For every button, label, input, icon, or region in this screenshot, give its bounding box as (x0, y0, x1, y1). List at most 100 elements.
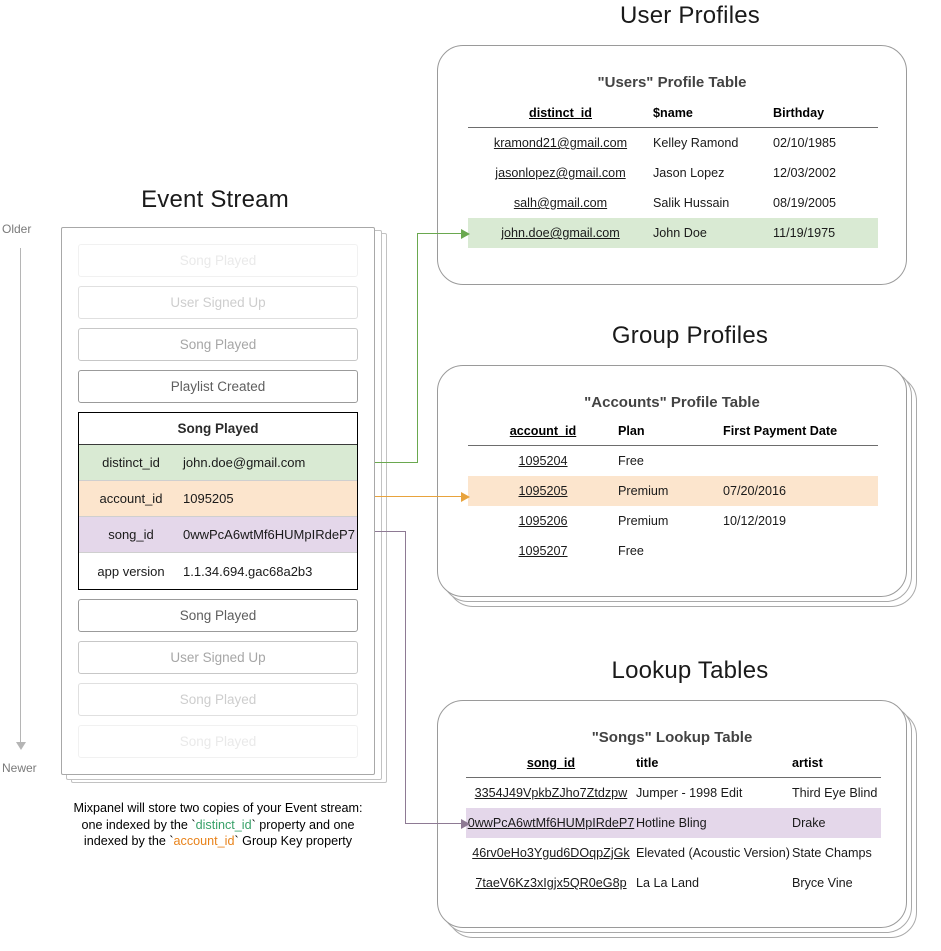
caption-line-2-suffix: ` property and one (251, 817, 355, 832)
users-table-title: "Users" Profile Table (597, 74, 747, 91)
table-row[interactable]: 1095204 Free (468, 446, 878, 477)
table-cell-key: 7taeV6Kz3xIgjx5QR0eG8p (466, 868, 636, 898)
table-cell: La La Land (635, 876, 699, 890)
column-header: Birthday (773, 106, 825, 120)
event-card-collapsed[interactable]: Song Played (78, 328, 358, 361)
section-title-user-profiles: User Profiles (620, 2, 760, 29)
table-cell: 11/19/1975 (773, 218, 878, 248)
key-value: 46rv0eHo3Ygud6DOqpZjGk (472, 846, 630, 860)
event-card-label: Song Played (179, 734, 257, 749)
key-value: jasonlopez@gmail.com (495, 166, 626, 180)
event-property-key: distinct_id (102, 455, 160, 470)
section-title-lookup-tables: Lookup Tables (611, 657, 769, 684)
column-header: artist (791, 756, 823, 770)
table-cell-key: jasonlopez@gmail.com (468, 158, 653, 188)
caption-line-3: indexed by the `account_id` Group Key pr… (53, 833, 383, 850)
table-cell-key: 0wwPcA6wtMf6HUMpIRdeP7 (466, 808, 636, 838)
table-cell: 07/20/2016 (723, 476, 878, 506)
event-card-label: User Signed Up (170, 650, 266, 665)
table-cell: Third Eye Blind (791, 786, 878, 800)
section-title-event-stream: Event Stream (141, 186, 289, 213)
accounts-table-title: "Accounts" Profile Table (584, 394, 760, 411)
event-card-collapsed[interactable]: Song Played (78, 244, 358, 277)
songs-lookup-card: "Songs" Lookup Table song_id title artist 3… (437, 700, 907, 928)
event-card-collapsed[interactable]: Song Played (78, 725, 358, 758)
event-property-value: 0wwPcA6wtMf6HUMpIRdeP7 (183, 527, 355, 542)
connector-purple-arrow-icon (461, 819, 470, 829)
connector-green-arrow-icon (461, 229, 470, 239)
key-value: salh@gmail.com (513, 196, 608, 210)
caption-token-distinct-id: distinct_id (195, 817, 252, 832)
table-cell: 08/19/2005 (773, 196, 837, 210)
table-cell: Hotline Bling (635, 808, 792, 838)
key-value: 7taeV6Kz3xIgjx5QR0eG8p (475, 876, 627, 890)
event-card-collapsed[interactable]: Playlist Created (78, 370, 358, 403)
connector-green-segment-1 (375, 462, 418, 464)
event-property-key: app version (97, 563, 165, 579)
event-card-label: Song Played (179, 692, 257, 707)
event-card-collapsed[interactable]: User Signed Up (78, 641, 358, 674)
table-cell: Jumper - 1998 Edit (635, 786, 743, 800)
connector-orange-segment-1 (375, 496, 463, 498)
event-card-expanded-title: Song Played (79, 413, 357, 445)
table-cell (723, 446, 878, 477)
key-value: 1095204 (518, 454, 568, 468)
caption-line-1: Mixpanel will store two copies of your E… (73, 801, 363, 815)
table-cell: Free (618, 454, 644, 468)
table-cell-key: 46rv0eHo3Ygud6DOqpZjGk (466, 838, 636, 868)
table-cell: Premium (618, 476, 723, 506)
column-header: First Payment Date (723, 424, 838, 438)
axis-label-newer: Newer (2, 761, 37, 775)
table-cell-key: 1095207 (468, 536, 618, 566)
time-axis-line (20, 248, 21, 743)
table-cell-key: john.doe@gmail.com (468, 218, 653, 248)
column-header: title (635, 756, 659, 770)
column-header: $name (653, 106, 693, 120)
event-stream-caption: Mixpanel will store two copies of your E… (53, 800, 383, 850)
key-value: john.doe@gmail.com (501, 226, 620, 240)
connector-purple-segment-1 (375, 531, 406, 533)
key-value: 1095205 (518, 484, 568, 498)
column-header: account_id (509, 424, 577, 438)
table-cell: 02/10/1985 (773, 136, 837, 150)
event-card-collapsed[interactable]: User Signed Up (78, 286, 358, 319)
event-card-collapsed[interactable]: Song Played (78, 683, 358, 716)
connector-green-segment-3 (417, 233, 463, 235)
event-card-label: Playlist Created (170, 379, 266, 394)
table-cell: Drake (791, 808, 881, 838)
event-card-label: Song Played (179, 608, 257, 623)
key-value: 1095207 (518, 544, 568, 558)
caption-line-2-prefix: one indexed by the ` (81, 817, 196, 832)
users-profile-table: distinct_id $name Birthday kramond21@gmail.… (468, 106, 878, 248)
event-card-collapsed[interactable]: Song Played (78, 599, 358, 632)
songs-table-title: "Songs" Lookup Table (591, 729, 753, 746)
column-header: distinct_id (529, 106, 592, 120)
songs-lookup-table: song_id title artist 3354J49VpkbZJho7Ztdzpw… (466, 756, 881, 898)
caption-line-3-suffix: ` Group Key property (234, 834, 353, 848)
column-header: song_id (526, 756, 576, 770)
section-title-group-profiles: Group Profiles (611, 322, 769, 349)
connector-green-segment-2 (417, 233, 419, 463)
caption-line-2: one indexed by the `distinct_id` propert… (53, 817, 383, 834)
caption-token-account-id: account_id (173, 834, 235, 848)
table-cell-key: 1095205 (468, 476, 618, 506)
table-cell (723, 536, 878, 566)
table-cell-key: 1095204 (468, 446, 618, 477)
axis-label-older: Older (2, 222, 32, 236)
